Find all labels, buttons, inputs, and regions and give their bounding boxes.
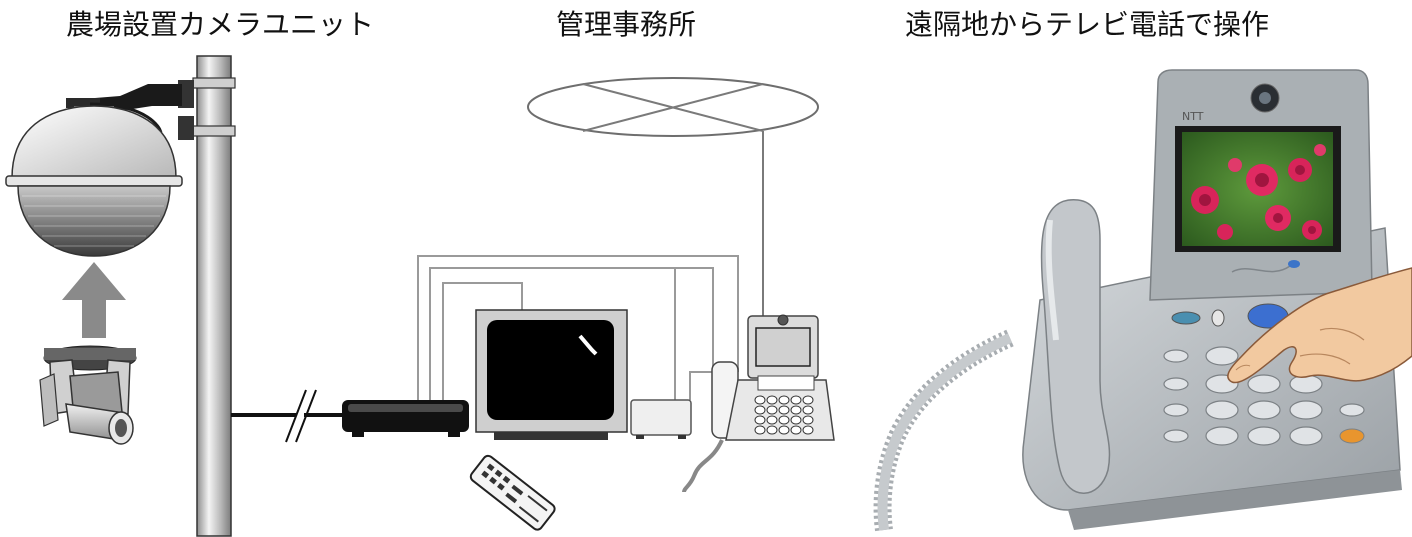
- rose-flowers: [1191, 144, 1326, 240]
- phone-brand-label: NTT: [1182, 110, 1204, 123]
- wiring: [417, 255, 739, 400]
- phone-keypad: [1163, 346, 1365, 446]
- hand-icon: [1227, 267, 1412, 384]
- remote-control-icon: [469, 454, 556, 531]
- heading-farm-camera-unit: 農場設置カメラユニット: [66, 8, 375, 41]
- tv-monitor-icon: [475, 309, 628, 440]
- video-phone-icon: [682, 314, 835, 493]
- heading-remote-operation: 遠隔地からテレビ電話で操作: [905, 8, 1270, 41]
- video-phone-photo-icon: NTT: [873, 69, 1402, 532]
- heading-management-office: 管理事務所: [556, 8, 697, 41]
- network-cloud-icon: [527, 77, 819, 316]
- ptz-camera-icon: [39, 345, 137, 445]
- arrow-up-icon: [62, 262, 126, 338]
- camera-cable: [231, 389, 343, 443]
- adapter-box-icon: [630, 399, 692, 439]
- controller-box-icon: [342, 400, 469, 437]
- dome-camera-icon: [5, 84, 183, 257]
- pole-icon: [178, 55, 236, 537]
